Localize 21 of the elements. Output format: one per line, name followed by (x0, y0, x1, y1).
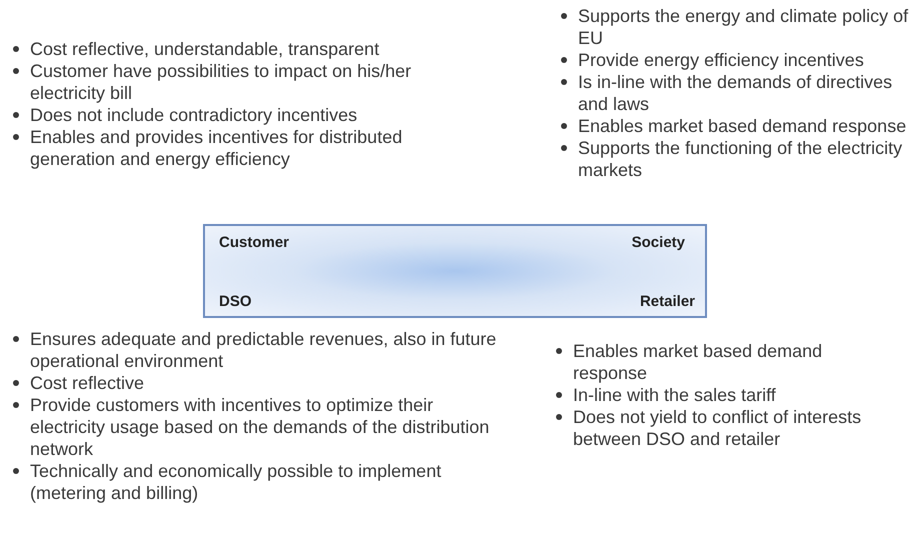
bullet-text: Ensures adequate and predictable revenues, also in future operational environment (30, 329, 496, 371)
stakeholder-label: Society (632, 234, 685, 251)
bullet-text: Supports the energy and climate policy of EU (578, 6, 908, 48)
stakeholder-box (203, 224, 707, 318)
bullet-text: Technically and economically possible to implement (metering and billing) (30, 461, 442, 503)
bullet-text: In-line with the sales tariff (573, 385, 776, 405)
bullet-text: Provide energy efficiency incentives (578, 50, 864, 70)
bullet-text: Enables and provides incentives for distributed generation and energy efficiency (30, 127, 402, 169)
bullet-text: Enables market based demand response (578, 116, 906, 136)
stakeholder-label: Retailer (640, 293, 695, 310)
bullet-text: Enables market based demand response (573, 341, 822, 383)
stakeholder-label: DSO (219, 293, 252, 310)
bullet-text: Cost reflective (30, 373, 144, 393)
bullet-text: Is in-line with the demands of directives and laws (578, 72, 892, 114)
bullet-text: Provide customers with incentives to optimize their electricity usage based on the demands of the distribution network (30, 395, 490, 459)
bullet-text: Does not include contradictory incentives (30, 105, 358, 125)
bullet-text: Does not yield to conflict of interests between DSO and retailer (573, 407, 862, 449)
bullet-text: Cost reflective, understandable, transparent (30, 39, 380, 59)
bullet-text: Supports the functioning of the electricity markets (578, 138, 902, 180)
bullet-text: Customer have possibilities to impact on his/her electricity bill (30, 61, 412, 103)
stakeholder-label: Customer (219, 234, 290, 251)
